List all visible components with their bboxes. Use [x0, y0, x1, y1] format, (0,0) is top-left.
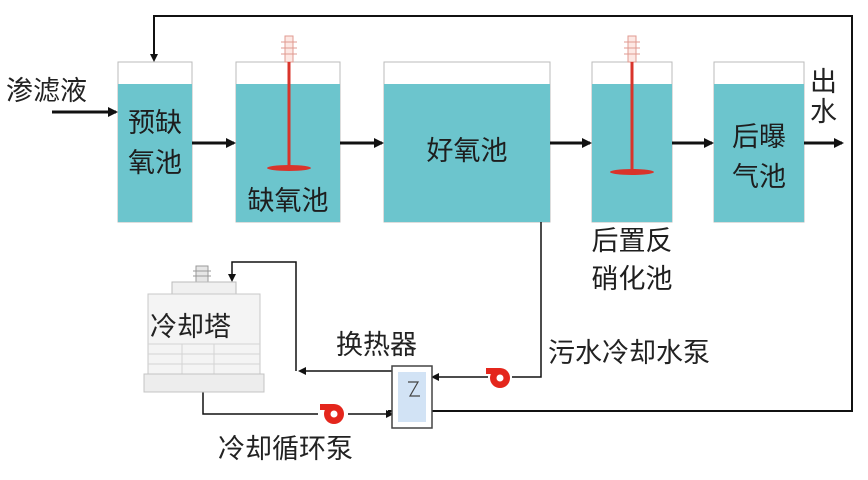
cooling-circulation-pump-icon [320, 404, 344, 424]
post-denitrification-label-line1: 后置反 [591, 226, 673, 257]
post-aeration-label-line2: 气池 [732, 162, 786, 193]
aerobic-label: 好氧池 [426, 136, 508, 167]
tank-pre-anoxic [117, 61, 193, 223]
mixer-post-denitrification [610, 35, 654, 175]
cooling-tower-label: 冷却塔 [150, 312, 231, 343]
heat-exchanger-graphic [391, 365, 433, 429]
heat-exchanger-label: 换热器 [336, 330, 417, 361]
cooling-circulation-pump-label: 冷却循环泵 [218, 434, 353, 465]
mixer-anoxic [267, 35, 311, 171]
post-denitrification-label-line2: 硝化池 [591, 264, 673, 295]
cooling-circulation-line [202, 261, 394, 418]
sewage-cooling-line [298, 222, 542, 381]
anoxic-label: 缺氧池 [247, 186, 329, 217]
sewage-cooling-pump-icon [486, 368, 510, 388]
pre-anoxic-label-line1: 预缺 [128, 108, 182, 139]
post-aeration-label-line1: 后曝 [732, 122, 786, 153]
tank-post-aeration [713, 61, 805, 223]
effluent-label: 出水 [810, 67, 837, 128]
sewage-cooling-pump-label: 污水冷却水泵 [548, 338, 710, 369]
tank-aerobic [383, 61, 551, 223]
return-loop-line [150, 15, 853, 412]
cooling-tower-graphic [143, 265, 265, 393]
pre-anoxic-label-line2: 氧池 [128, 148, 182, 179]
main-flow-arrows [52, 107, 844, 148]
influent-label: 渗滤液 [6, 76, 87, 107]
